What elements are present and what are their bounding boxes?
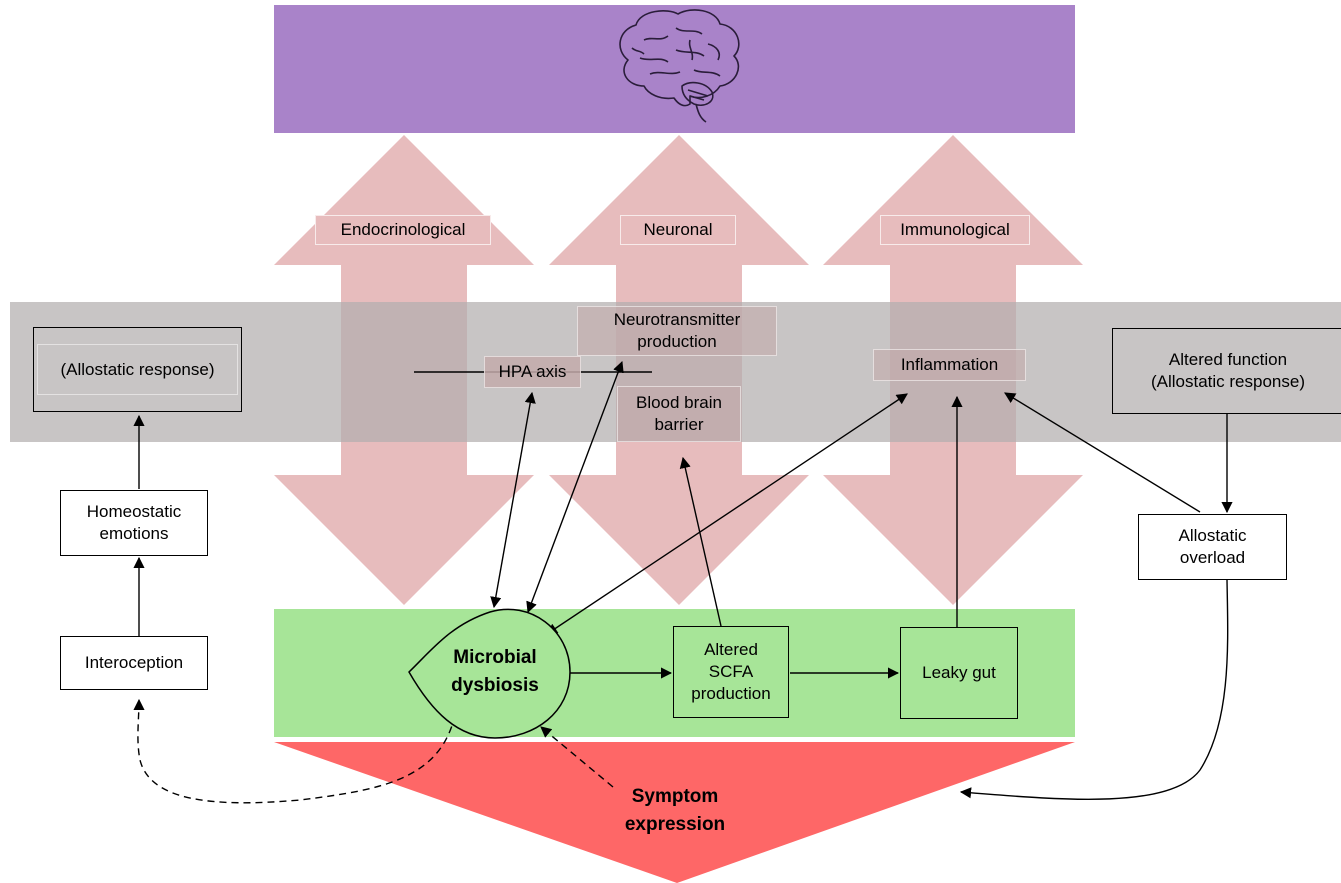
arrow-overload-to-inflammation (1004, 392, 1201, 513)
symptom-line2: expression (624, 814, 726, 835)
symptom-expression-label: Symptom expression (600, 780, 750, 842)
scfa-line1: Altered (704, 640, 758, 659)
homeostatic-emotions-box: Homeostatic emotions (60, 490, 208, 556)
leaky-gut-text: Leaky gut (922, 663, 996, 682)
microbial-dysbiosis-shape (408, 608, 571, 739)
allostatic-response-left-text: (Allostatic response) (60, 359, 215, 379)
homeostatic-line2: emotions (99, 524, 169, 543)
neurotransmitter-line2: production (637, 332, 717, 351)
blood-brain-barrier-node: Blood brain barrier (617, 386, 741, 442)
hpa-axis-node: HPA axis (484, 356, 581, 388)
arrow-microbial-neurotransmitter (526, 360, 624, 614)
scfa-line2: SCFA (708, 662, 754, 681)
interoception-box: Interoception (60, 636, 208, 690)
microbial-line2: dysbiosis (451, 675, 539, 696)
allostatic-overload-line2: overload (1179, 548, 1246, 567)
neurotransmitter-node: Neurotransmitter production (577, 306, 777, 356)
symptom-line1: Symptom (631, 786, 719, 807)
arrow-microbial-to-interoception (133, 698, 456, 804)
hpa-axis-text: HPA axis (498, 362, 567, 381)
allostatic-overload-line1: Allostatic (1178, 526, 1247, 545)
altered-function-line1: Altered function (1168, 350, 1288, 369)
arrow-scfa-to-bbb (679, 456, 722, 627)
bbb-line1: Blood brain (635, 393, 722, 412)
microbial-dysbiosis-label: Microbial dysbiosis (430, 642, 560, 702)
brain-band (274, 5, 1075, 133)
leaky-gut-box: Leaky gut (900, 627, 1018, 719)
neuronal-text: Neuronal (643, 220, 713, 239)
immunological-text: Immunological (900, 220, 1010, 239)
symptom-triangle (274, 742, 1075, 883)
endocrinological-label: Endocrinological (315, 215, 491, 245)
homeostatic-line1: Homeostatic (86, 502, 182, 521)
microbial-line1: Microbial (453, 647, 537, 668)
endocrinological-text: Endocrinological (340, 220, 466, 239)
allostatic-overload-box: Allostatic overload (1138, 514, 1287, 580)
interoception-text: Interoception (84, 653, 184, 672)
neurotransmitter-line1: Neurotransmitter (613, 310, 741, 329)
neuronal-label: Neuronal (620, 215, 736, 245)
arrow-symptom-to-microbial (540, 726, 614, 788)
arrow-microbial-inflammation (546, 393, 908, 635)
arrow-overload-to-symptom (959, 579, 1229, 800)
allostatic-response-left: (Allostatic response) (33, 327, 242, 412)
immunological-label: Immunological (880, 215, 1030, 245)
inflammation-node: Inflammation (873, 349, 1026, 381)
arrow-microbial-hpa (490, 391, 536, 609)
altered-function-line2: (Allostatic response) (1150, 372, 1305, 391)
scfa-line3: production (691, 684, 771, 703)
altered-function-box: Altered function (Allostatic response) (1112, 328, 1341, 414)
scfa-box: Altered SCFA production (673, 626, 789, 718)
bbb-line2: barrier (654, 415, 704, 434)
inflammation-text: Inflammation (900, 355, 999, 374)
